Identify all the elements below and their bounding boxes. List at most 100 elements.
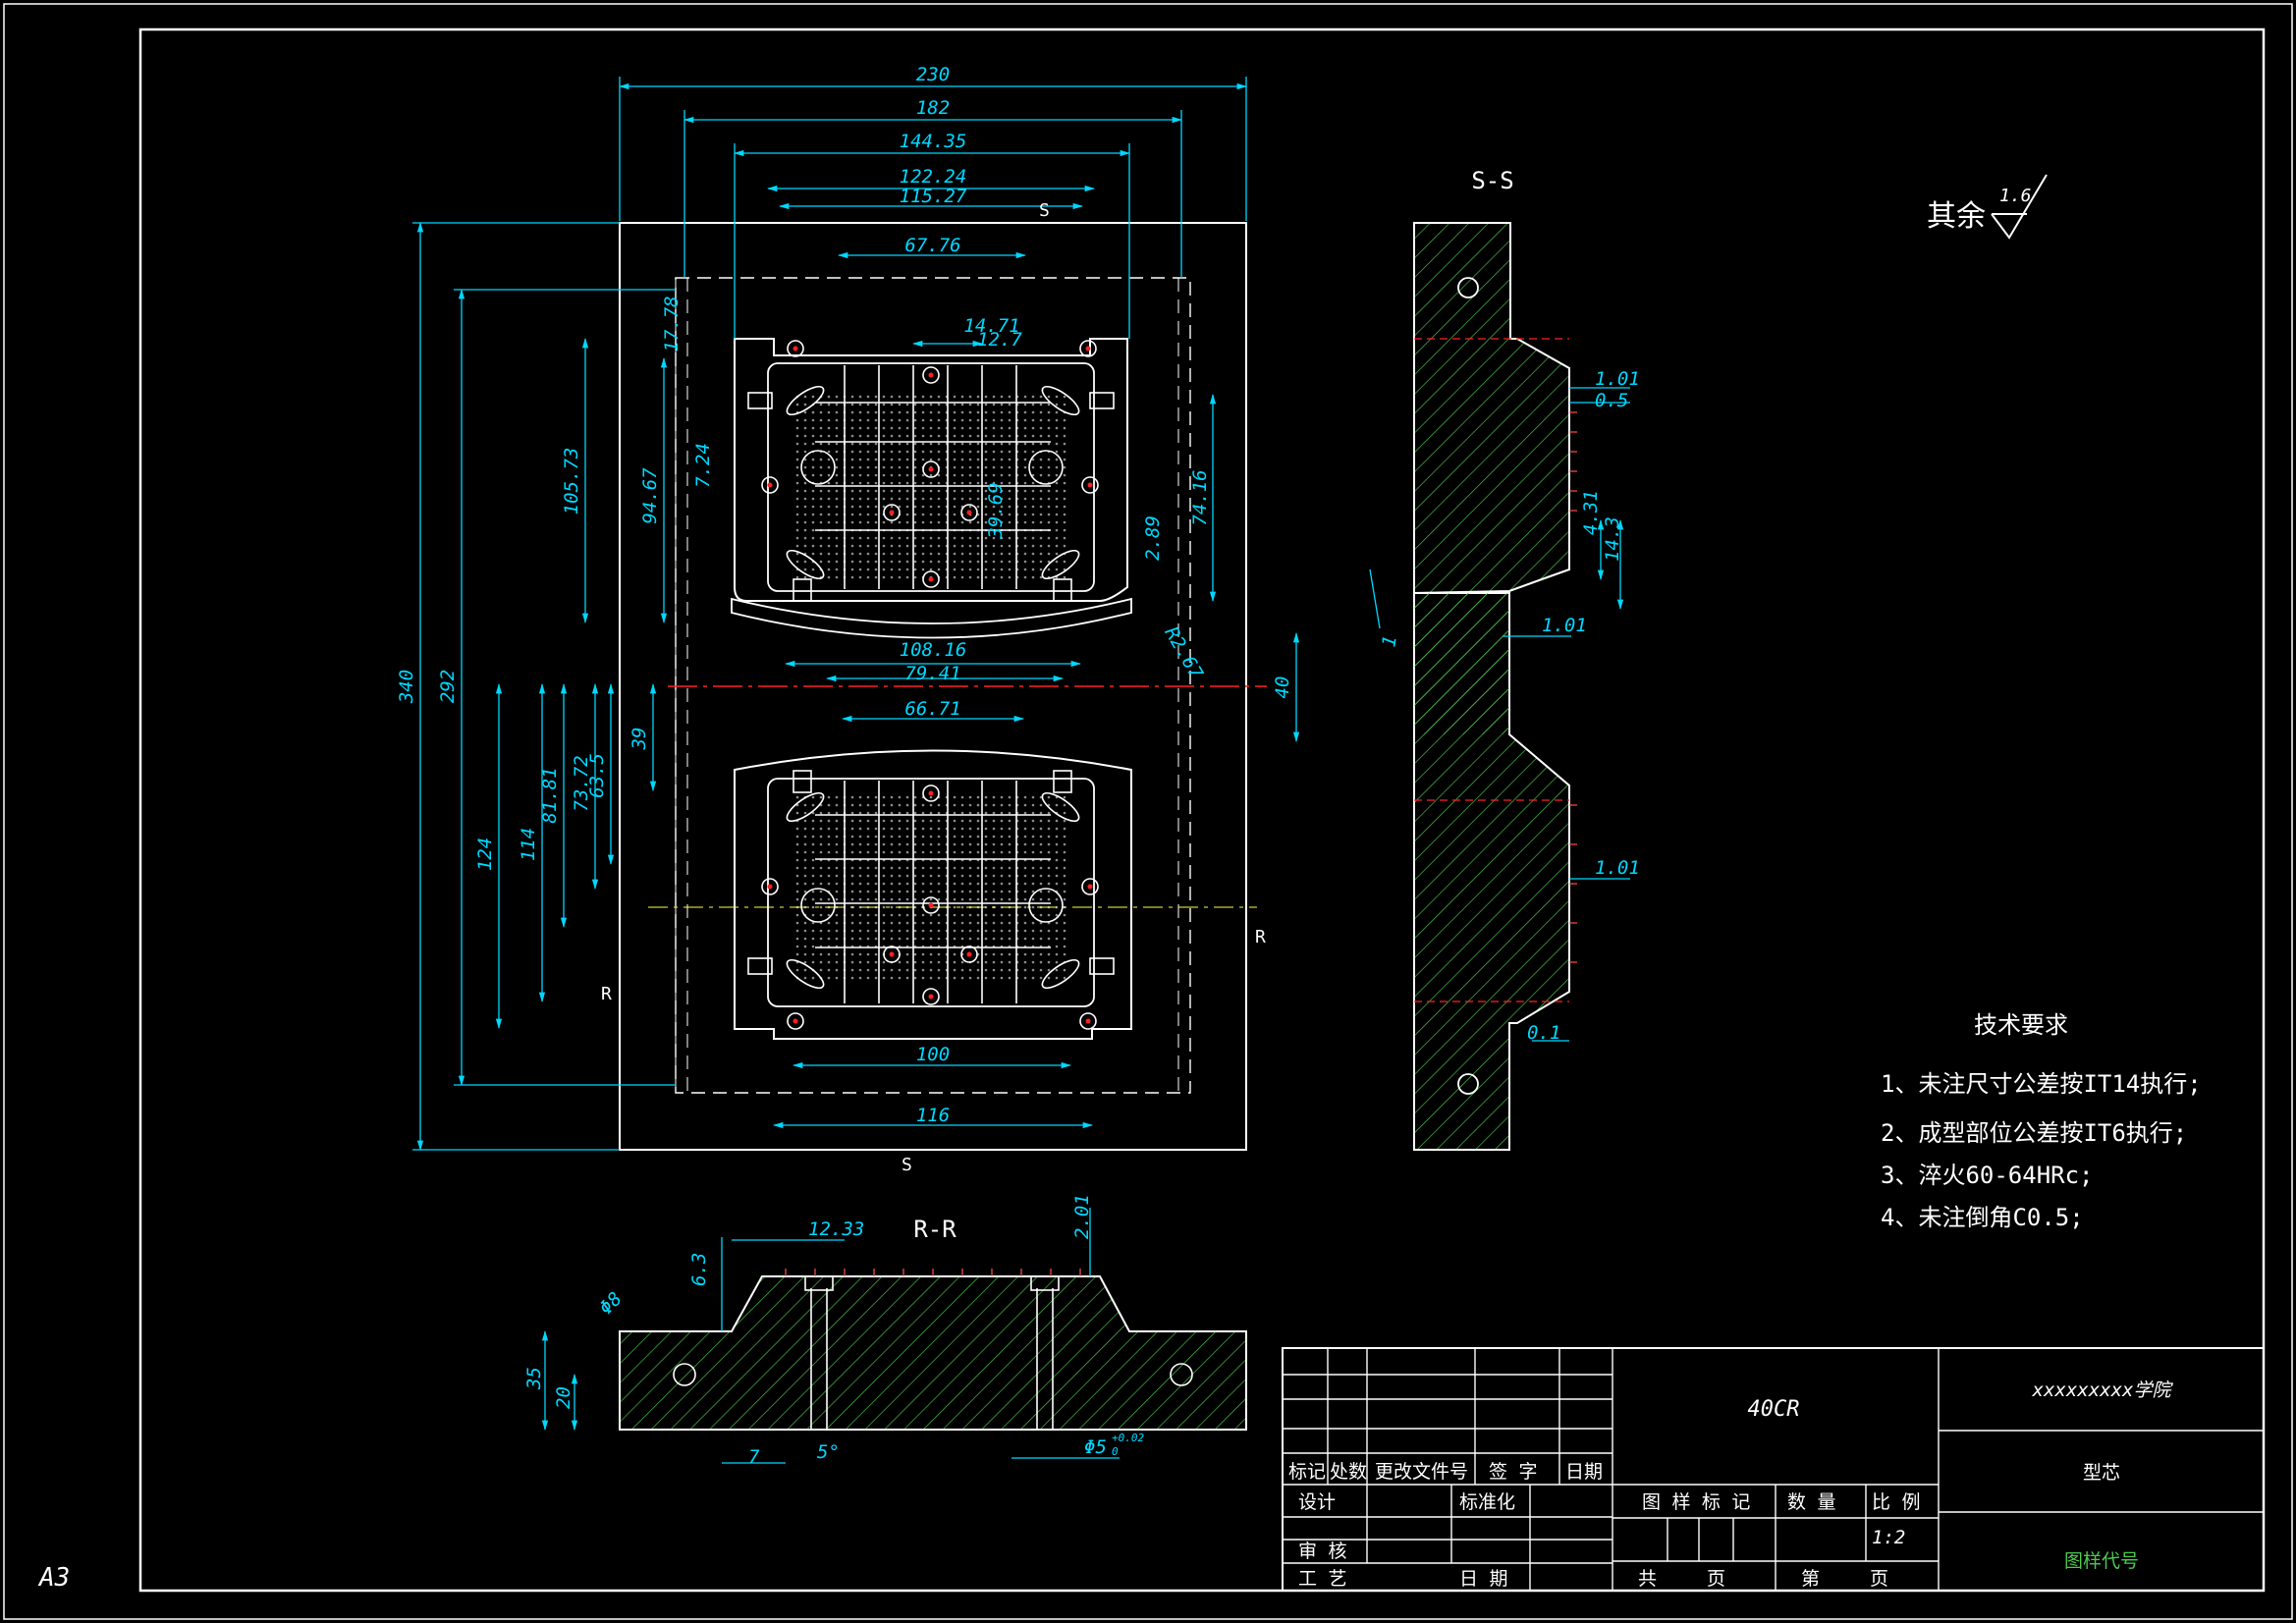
section-mark-r-left: R — [601, 984, 612, 1004]
roughness-symbol: 其余 1.6 — [1927, 174, 2048, 240]
dim-122-24: 122.24 — [900, 166, 967, 188]
tb-label-design: 设计 — [1298, 1491, 1336, 1513]
dim-67-76: 67.76 — [904, 235, 960, 256]
tb-material: 40CR — [1748, 1397, 1800, 1422]
ss-dim-1-01-b: 1.01 — [1542, 615, 1587, 636]
tb-scale-value: 1:2 — [1872, 1527, 1905, 1548]
dim-105-73: 105.73 — [561, 448, 582, 515]
dim-73-72: 73.72 — [571, 755, 592, 811]
rr-dim-12-33: 12.33 — [808, 1218, 864, 1240]
dim-63-5: 63.5 — [586, 753, 608, 798]
dim-230: 230 — [916, 64, 950, 85]
rr-dim-7: 7 — [748, 1446, 760, 1468]
ss-dim-0-5: 0.5 — [1595, 390, 1628, 411]
drawing-frame — [138, 27, 2266, 1593]
tb-label-date2: 日 期 — [1459, 1568, 1507, 1590]
section-rr-body — [619, 1275, 1247, 1431]
section-mark-s-bottom: S — [902, 1155, 912, 1175]
dim-2-89: 2.89 — [1142, 515, 1164, 561]
dim-292: 292 — [437, 670, 459, 703]
section-ss-title: S-S — [1471, 167, 1513, 194]
tb-label-scale: 比 例 — [1872, 1491, 1920, 1513]
dim-17-78: 17.78 — [661, 296, 683, 352]
dim-14-71: 14.71 — [963, 315, 1019, 337]
tech-req-item-1: 1、未注尺寸公差按IT14执行; — [1881, 1070, 2202, 1098]
dim-r2-67: R2.67 — [1160, 623, 1207, 683]
ss-dim-1: 1 — [1378, 634, 1401, 649]
dim-12-7: 12.7 — [977, 329, 1022, 351]
tb-school: xxxxxxxxx学院 — [2032, 1380, 2174, 1401]
tb-label-change-doc: 更改文件号 — [1375, 1461, 1468, 1483]
dim-94-67: 94.67 — [639, 467, 661, 524]
dim-39: 39 — [629, 728, 650, 751]
tb-label-page2: 页 — [1870, 1568, 1888, 1590]
dim-116: 116 — [916, 1105, 950, 1126]
tb-label-standardize: 标准化 — [1459, 1491, 1515, 1513]
dim-40: 40 — [1272, 676, 1293, 699]
hidden-frame — [675, 277, 1191, 1094]
dim-39-69: 39.69 — [985, 482, 1007, 539]
tb-label-sign: 签 字 — [1489, 1461, 1537, 1483]
tb-label-review: 审 核 — [1298, 1541, 1346, 1562]
section-rr-title: R-R — [913, 1216, 957, 1243]
rr-dim-phi5: Φ5 — [1084, 1436, 1107, 1458]
tech-req-item-3: 3、淬火60-64HRc; — [1881, 1162, 2094, 1189]
tb-label-date: 日期 — [1565, 1461, 1603, 1483]
dim-124: 124 — [474, 838, 496, 871]
dim-144-35: 144.35 — [900, 131, 967, 152]
dim-81-81: 81.81 — [539, 767, 561, 823]
ss-dim-0-1: 0.1 — [1527, 1022, 1560, 1044]
section-mark-r-right: R — [1255, 927, 1266, 947]
dim-74-16: 74.16 — [1189, 469, 1211, 525]
ss-dim-1-01-c: 1.01 — [1595, 857, 1640, 879]
tech-requirements: 技术要求 1、未注尺寸公差按IT14执行; 2、成型部位公差按IT6执行; 3、… — [1881, 1011, 2202, 1231]
tb-drawing-code: 图样代号 — [2064, 1550, 2139, 1572]
tb-label-pattern-mark: 图 样 标 记 — [1642, 1491, 1750, 1513]
tb-label-process: 工 艺 — [1298, 1568, 1346, 1590]
section-rr: R-R 12.33 2.01 6.3 Φ8 35 — [523, 1194, 1247, 1468]
rr-dim-20: 20 — [553, 1386, 574, 1409]
tb-label-count: 处数 — [1330, 1461, 1367, 1483]
tb-label-sheet: 第 — [1801, 1568, 1820, 1590]
sheet-size-label: A3 — [37, 1563, 70, 1593]
upper-cavity — [731, 338, 1132, 639]
rr-dim-5-deg: 5° — [817, 1441, 840, 1463]
title-block: 标记 处数 更改文件号 签 字 日期 设计 标准化 审 核 工 艺 日 期 图 … — [1282, 1347, 2265, 1592]
dim-7-24: 7.24 — [692, 443, 714, 488]
dim-66-71: 66.71 — [904, 698, 960, 720]
rr-dim-6-3: 6.3 — [688, 1253, 710, 1286]
tb-label-page: 页 — [1707, 1568, 1725, 1590]
rr-tol-upper: +0.02 — [1112, 1432, 1144, 1444]
plan-dimension-lines — [412, 77, 1300, 1152]
ss-dim-1-01-a: 1.01 — [1595, 368, 1640, 390]
rr-dim-phi8: Φ8 — [595, 1288, 627, 1320]
plan-dimension-texts: 230 182 144.35 122.24 115.27 67.76 14.71… — [396, 64, 1293, 1126]
tech-req-item-2: 2、成型部位公差按IT6执行; — [1881, 1119, 2187, 1147]
roughness-prefix: 其余 — [1927, 199, 1986, 234]
plan-view: 230 182 144.35 122.24 115.27 67.76 14.71… — [396, 64, 1300, 1175]
dim-108-16: 108.16 — [900, 639, 967, 661]
tb-label-quantity: 数 量 — [1787, 1491, 1835, 1513]
lower-cavity — [734, 749, 1132, 1040]
rr-dim-35: 35 — [523, 1367, 545, 1390]
sheet-outer-border — [3, 3, 2293, 1620]
dim-182: 182 — [916, 97, 950, 119]
rr-dim-2-01: 2.01 — [1071, 1194, 1093, 1239]
dim-79-41: 79.41 — [904, 663, 960, 684]
ss-dim-4-31: 4.31 — [1580, 490, 1602, 535]
tb-label-total: 共 — [1638, 1568, 1657, 1590]
tb-part-name: 型芯 — [2083, 1462, 2120, 1484]
dim-114: 114 — [518, 828, 539, 861]
dim-100: 100 — [916, 1044, 950, 1065]
section-ss: S-S 1.01 0.5 4.31 14.3 1.01 — [1369, 167, 1640, 1151]
ss-dim-14-3: 14.3 — [1602, 516, 1623, 562]
section-mark-s-top: S — [1039, 200, 1050, 221]
dim-340: 340 — [396, 670, 417, 704]
tech-req-item-4: 4、未注倒角C0.5; — [1881, 1204, 2084, 1231]
roughness-value: 1.6 — [1999, 186, 2032, 206]
rr-tol-lower: 0 — [1112, 1445, 1119, 1458]
dim-115-27: 115.27 — [900, 186, 967, 207]
tech-req-title: 技术要求 — [1974, 1011, 2068, 1039]
tb-label-mark: 标记 — [1288, 1461, 1326, 1483]
